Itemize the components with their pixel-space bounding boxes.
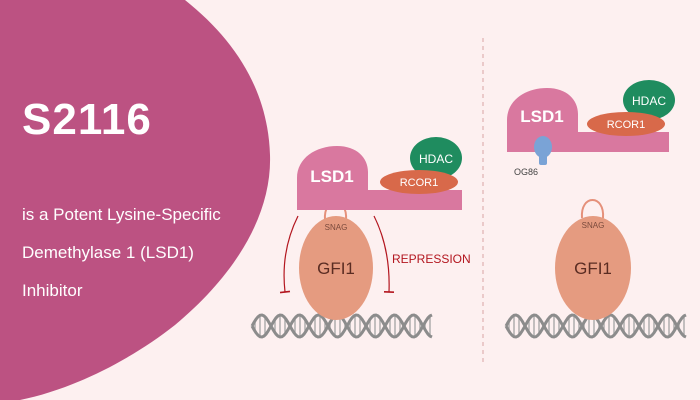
title-block: S2116 is a Potent Lysine-Specific Demeth… — [22, 88, 262, 310]
snag-loop-right — [580, 199, 605, 219]
repression-arrow-right — [373, 215, 395, 293]
repression-arrow-left — [279, 215, 299, 294]
hdac-label-right: HDAC — [632, 94, 666, 108]
rcor1-protein-right — [587, 112, 665, 136]
gfi1-label-right: GFI1 — [574, 259, 612, 278]
gfi1-label-left: GFI1 — [317, 259, 355, 278]
lsd1-protein-right — [507, 88, 669, 152]
og86-inhibitor-icon — [534, 136, 552, 165]
rcor1-label-right: RCOR1 — [607, 119, 646, 131]
lsd1-label-right: LSD1 — [520, 107, 563, 126]
subtitle-line-3: Inhibitor — [22, 281, 83, 300]
hdac-protein-right — [623, 80, 675, 120]
hdac-label-left: HDAC — [419, 152, 453, 166]
gfi1-protein-left — [299, 216, 373, 320]
dna-strand — [250, 313, 433, 339]
repression-label: REPRESSION — [392, 252, 471, 266]
hdac-protein-left — [410, 137, 462, 179]
snag-label-right: SNAG — [582, 221, 605, 230]
rcor1-label-left: RCOR1 — [400, 177, 439, 189]
compound-title: S2116 — [22, 95, 152, 144]
gfi1-protein-right — [555, 216, 631, 320]
snag-label-left: SNAG — [325, 223, 348, 232]
lsd1-label-left: LSD1 — [310, 167, 353, 186]
rcor1-protein-left — [380, 170, 458, 194]
dna-strand — [504, 313, 687, 339]
og86-label: OG86 — [514, 167, 538, 177]
title-blob — [0, 0, 271, 400]
lsd1-protein-left — [297, 146, 462, 210]
subtitle-line-1: is a Potent Lysine-Specific — [22, 205, 221, 224]
subtitle-line-2: Demethylase 1 (LSD1) — [22, 243, 194, 262]
